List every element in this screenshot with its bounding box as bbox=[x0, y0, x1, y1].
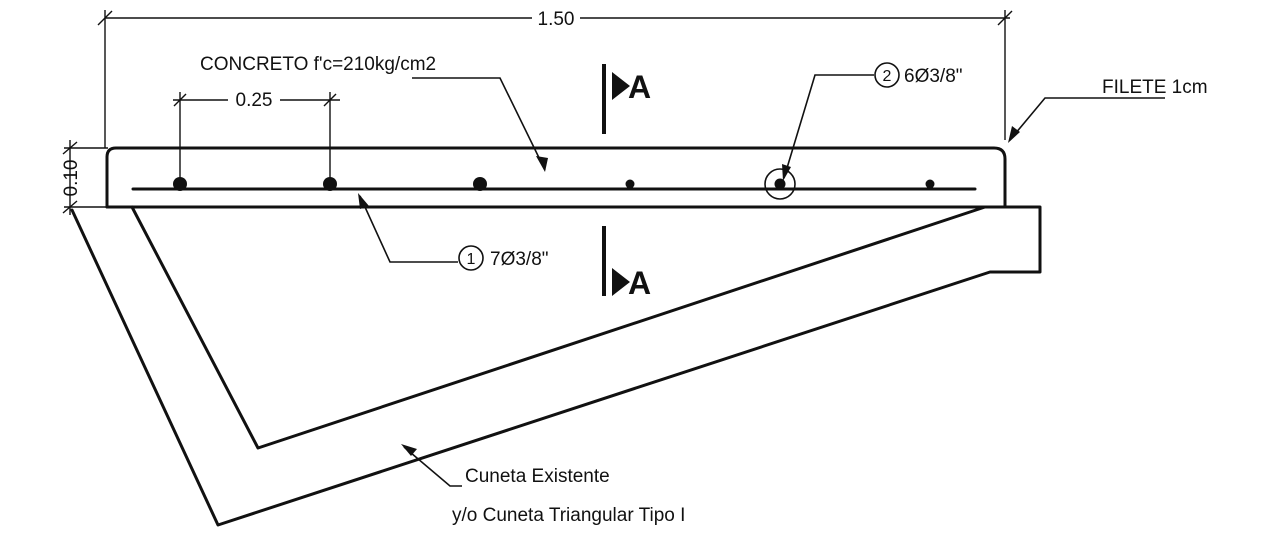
rebar-mark-2-circle bbox=[874, 62, 900, 88]
rebar-mark-1-number: 1 bbox=[467, 251, 476, 268]
existing-gutter-callout: Cuneta Existente y/o Cuneta Triangular T… bbox=[401, 444, 685, 526]
section-mark-top: A bbox=[628, 69, 651, 105]
rebar-mark-2-number: 2 bbox=[883, 68, 892, 85]
rebar-highlight-circle bbox=[764, 168, 796, 200]
concrete-callout: CONCRETO f'c=210kg/cm2 bbox=[200, 54, 548, 172]
overall-width-dimension: 1.50 bbox=[97, 8, 1013, 148]
section-cut-top: A bbox=[602, 64, 651, 134]
rebar-mark-2-callout: 2 6Ø3/8" bbox=[782, 62, 963, 181]
bar-spacing-dimension: 0.25 bbox=[173, 88, 340, 182]
gutter-inner-outline bbox=[130, 205, 987, 450]
rebar-dot bbox=[323, 177, 337, 191]
fillet-callout: FILETE 1cm bbox=[1008, 77, 1208, 143]
rebar-dot bbox=[473, 177, 487, 191]
rebar-dot bbox=[625, 179, 635, 189]
rebar-dot bbox=[774, 178, 786, 190]
slab-thickness-label: 0.10 bbox=[61, 160, 82, 197]
concrete-slab-outline bbox=[105, 146, 1007, 209]
slab-thickness-dimension: 0.10 bbox=[61, 140, 108, 215]
existing-gutter-outline bbox=[70, 205, 1042, 527]
rebar-dot bbox=[925, 179, 935, 189]
overall-width-label: 1.50 bbox=[538, 9, 575, 30]
fillet-label: FILETE 1cm bbox=[1102, 77, 1208, 98]
section-cut-bottom: A bbox=[602, 226, 651, 301]
bar-spacing-label: 0.25 bbox=[236, 90, 273, 111]
concrete-label: CONCRETO f'c=210kg/cm2 bbox=[200, 54, 436, 75]
rebar-mark-1-spec: 7Ø3/8" bbox=[490, 249, 549, 270]
existing-gutter-label-line2: y/o Cuneta Triangular Tipo I bbox=[452, 505, 685, 526]
rebar-dots bbox=[173, 168, 935, 200]
rebar-mark-1-callout: 1 7Ø3/8" bbox=[358, 193, 549, 271]
section-mark-bottom: A bbox=[628, 265, 651, 301]
rebar-dot bbox=[173, 177, 187, 191]
rebar-mark-1-circle bbox=[458, 245, 484, 271]
rebar-mark-2-spec: 6Ø3/8" bbox=[904, 66, 963, 87]
existing-gutter-label-line1: Cuneta Existente bbox=[465, 466, 610, 487]
